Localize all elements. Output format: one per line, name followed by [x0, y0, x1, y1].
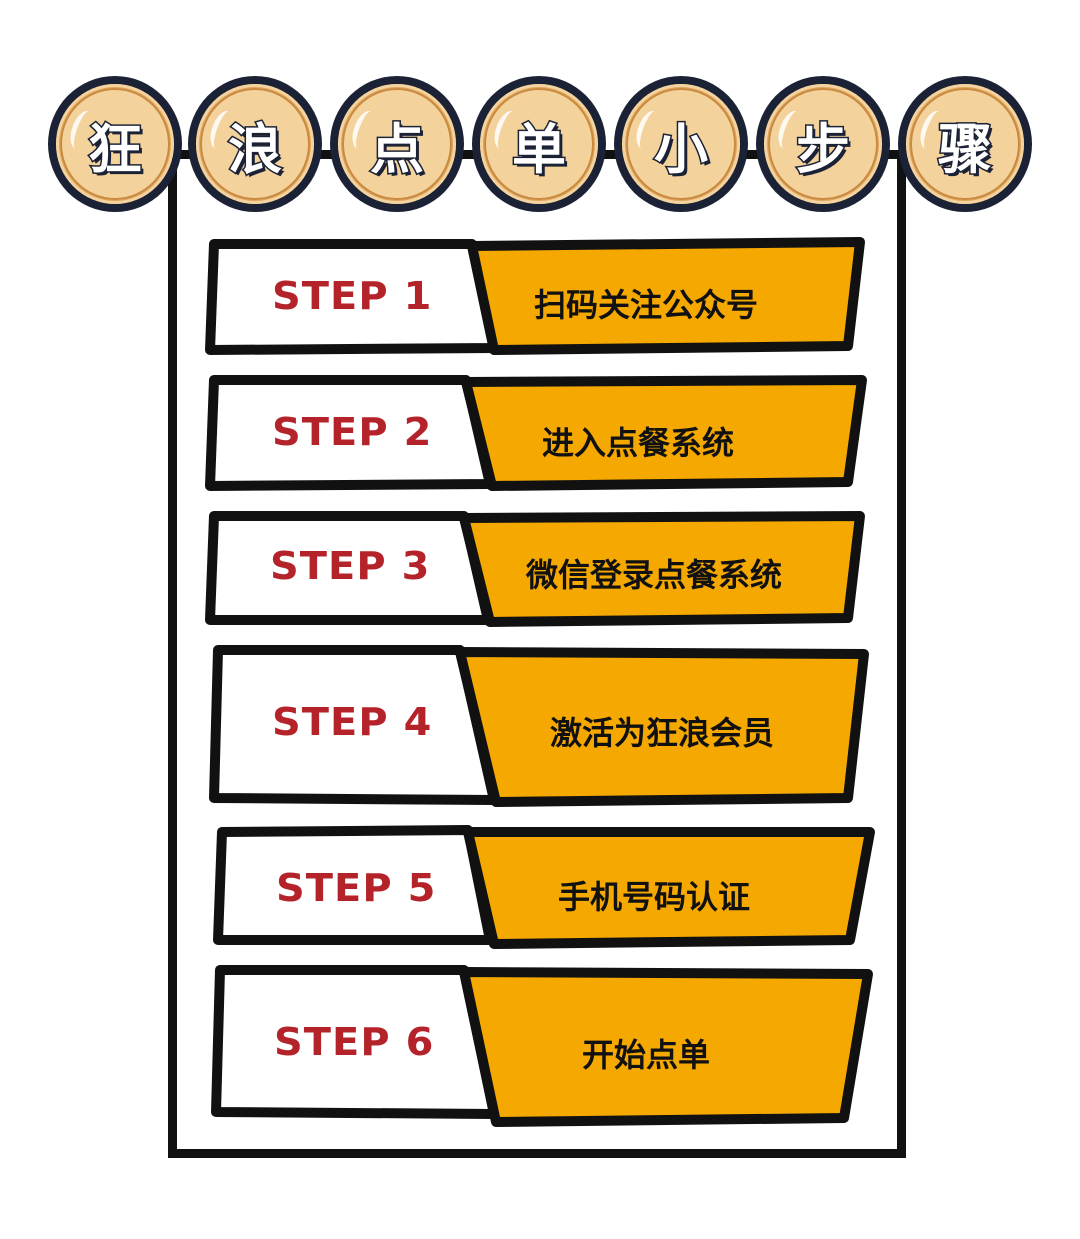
title-char: 浪	[227, 116, 284, 182]
title-coin: 浪	[188, 76, 322, 212]
step-label: STEP 1	[272, 274, 433, 318]
title-coins: 狂 浪 点 单 小 步 骤	[0, 0, 1080, 230]
step-card: STEP 1 扫码关注公众号	[205, 236, 870, 358]
title-coin: 狂	[48, 76, 182, 212]
title-coin: 单	[472, 76, 606, 212]
step-label: STEP 3	[270, 544, 431, 588]
title-char: 狂	[87, 116, 144, 182]
title-char: 单	[511, 116, 568, 182]
step-card: STEP 4 激活为狂浪会员	[209, 642, 870, 810]
step-card: STEP 3 微信登录点餐系统	[205, 508, 870, 630]
step-card: STEP 2 进入点餐系统	[205, 372, 870, 494]
step-card: STEP 6 开始点单	[211, 962, 874, 1132]
step-card-shape	[211, 965, 873, 1127]
title-coin: 点	[330, 76, 464, 212]
title-char: 骤	[937, 116, 994, 182]
title-coin: 步	[756, 76, 890, 212]
title-coin: 骤	[898, 76, 1032, 212]
step-card-shape	[209, 645, 869, 807]
title-char: 点	[369, 116, 426, 182]
step-label: STEP 4	[272, 700, 433, 744]
step-label: STEP 6	[274, 1020, 435, 1064]
step-label: STEP 2	[272, 410, 433, 454]
step-title: 手机号码认证	[558, 878, 751, 916]
step-card-shape	[205, 375, 867, 491]
step-title: 进入点餐系统	[542, 424, 735, 462]
step-card-shape	[205, 511, 865, 627]
step-title: 激活为狂浪会员	[550, 714, 775, 752]
step-title: 开始点单	[582, 1036, 711, 1074]
step-card-shape	[213, 825, 875, 949]
title-coin: 小	[614, 76, 748, 212]
title-char: 小	[653, 116, 710, 182]
step-label: STEP 5	[276, 866, 437, 910]
step-card-shape	[205, 237, 865, 355]
step-title: 扫码关注公众号	[534, 286, 759, 324]
step-card: STEP 5 手机号码认证	[213, 824, 875, 952]
step-title: 微信登录点餐系统	[526, 556, 783, 594]
title-char: 步	[795, 116, 852, 182]
